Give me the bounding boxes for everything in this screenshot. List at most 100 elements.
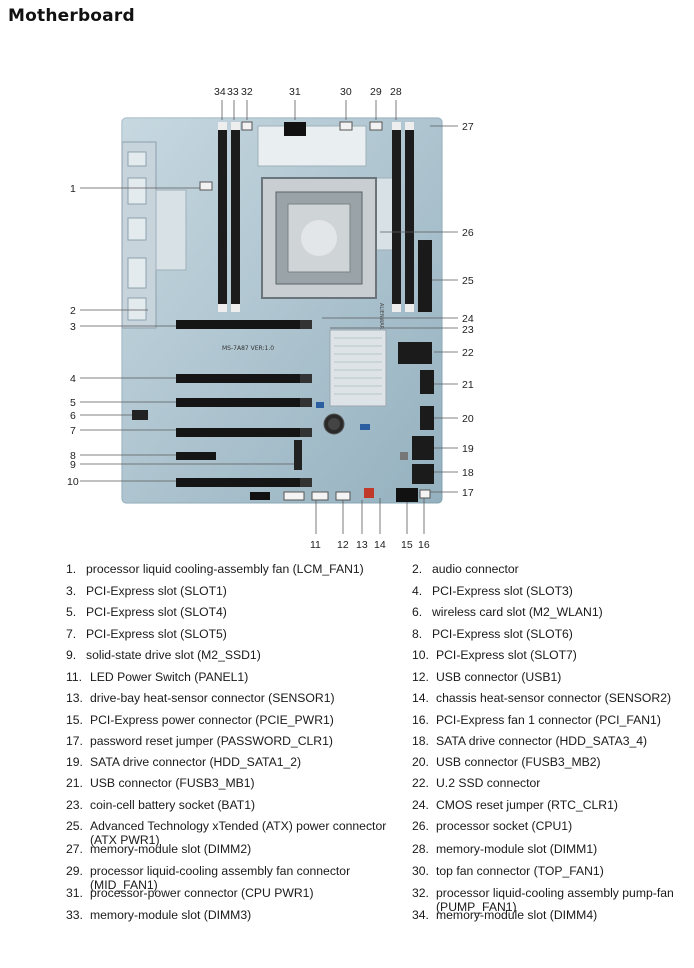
legend-item-label: PCI-Express slot (SLOT4): [86, 605, 227, 619]
legend-item: 2.audio connector: [412, 562, 686, 576]
atx-power-connector: [418, 240, 432, 312]
callout-19: 19: [462, 443, 474, 455]
callout-6: 6: [70, 410, 76, 422]
callout-32: 32: [241, 86, 253, 98]
legend-item-label: password reset jumper (PASSWORD_CLR1): [90, 734, 333, 748]
sata-hdd1-2: [412, 436, 434, 460]
legend-item: 17. password reset jumper (PASSWORD_CLR1): [66, 734, 410, 748]
callout-23: 23: [462, 324, 474, 336]
legend-item-number: 10.: [412, 648, 429, 662]
legend-item-label: LED Power Switch (PANEL1): [90, 670, 249, 684]
board-model-text: MS-7A87 VER:1.0: [222, 345, 274, 352]
legend-item: 5.PCI-Express slot (SLOT4): [66, 605, 410, 619]
legend-item-number: 22.: [412, 776, 429, 790]
m2-ssd-slot: [294, 440, 302, 470]
legend-item-number: 32.: [412, 886, 429, 900]
legend-item-number: 18.: [412, 734, 429, 748]
legend-item-label: PCI-Express power connector (PCIE_PWR1): [90, 713, 334, 727]
legend-item-label: solid-state drive slot (M2_SSD1): [86, 648, 261, 662]
legend-item-label: processor liquid-cooling assembly pump-f…: [436, 886, 674, 914]
legend-item-number: 24.: [412, 798, 429, 812]
legend-item-label: audio connector: [432, 562, 519, 576]
pcie-slot5: [176, 428, 312, 437]
m2-wlan-slot: [132, 410, 148, 420]
callout-26: 26: [462, 227, 474, 239]
legend-item-label: USB connector (FUSB3_MB1): [90, 776, 255, 790]
callout-14: 14: [374, 539, 386, 551]
legend-item-number: 15.: [66, 713, 83, 727]
legend-item-number: 26.: [412, 819, 429, 833]
legend-item-label: processor liquid-cooling assembly fan co…: [90, 864, 351, 892]
pcie-slot6: [176, 452, 216, 460]
legend-item-number: 13.: [66, 691, 83, 705]
legend-item-number: 3.: [66, 584, 77, 598]
legend-item: 19.SATA drive connector (HDD_SATA1_2): [66, 755, 410, 769]
legend-item: 29. processor liquid-cooling assembly fan…: [66, 864, 410, 892]
legend-item-label: processor socket (CPU1): [436, 819, 573, 833]
legend-item-label: PCI-Express slot (SLOT1): [86, 584, 227, 598]
legend-item-number: 9.: [66, 648, 77, 662]
callout-21: 21: [462, 379, 474, 391]
legend-item-number: 4.: [412, 584, 423, 598]
legend-item: 30.top fan connector (TOP_FAN1): [412, 864, 686, 878]
legend-item-number: 11.: [66, 670, 83, 684]
legend-item-label: PCI-Express slot (SLOT5): [86, 627, 227, 641]
legend-item-label: processor liquid cooling-assembly fan (L…: [86, 562, 364, 576]
legend-item: 10.PCI-Express slot (SLOT7): [412, 648, 686, 662]
legend-item: 20.USB connector (FUSB3_MB2): [412, 755, 686, 769]
callout-28: 28: [390, 86, 402, 98]
callout-12: 12: [337, 539, 349, 551]
legend-item-number: 14.: [412, 691, 429, 705]
legend-item-number: 12.: [412, 670, 429, 684]
legend-item-label: memory-module slot (DIMM3): [90, 908, 252, 922]
legend-item-number: 28.: [412, 842, 429, 856]
callout-1: 1: [70, 183, 76, 195]
callout-5: 5: [70, 397, 76, 409]
legend-item: 28. memory-module slot (DIMM1): [412, 842, 686, 856]
legend-item-label: top fan connector (TOP_FAN1): [436, 864, 604, 878]
legend-item-number: 17.: [66, 734, 83, 748]
legend-item-label: PCI-Express fan 1 connector (PCI_FAN1): [436, 713, 661, 727]
legend-item-label: PCI-Express slot (SLOT3): [432, 584, 573, 598]
callout-7: 7: [70, 425, 76, 437]
legend-item: 24.CMOS reset jumper (RTC_CLR1): [412, 798, 686, 812]
legend-item: 18.SATA drive connector (HDD_SATA3_4): [412, 734, 686, 748]
legend-item-number: 27.: [66, 842, 83, 856]
dimm2-slot: [405, 122, 414, 312]
legend-item: 21.USB connector (FUSB3_MB1): [66, 776, 410, 790]
legend-item: 6.wireless card slot (M2_WLAN1): [412, 605, 686, 619]
legend-item: 33. memory-module slot (DIMM3): [66, 908, 410, 922]
legend-item-label: USB connector (FUSB3_MB2): [436, 755, 601, 769]
legend-item: 26. processor socket (CPU1): [412, 819, 686, 833]
legend-item-label: wireless card slot (M2_WLAN1): [432, 605, 603, 619]
callout-33: 33: [227, 86, 239, 98]
callout-16: 16: [418, 539, 430, 551]
sata-hdd3-4: [412, 464, 434, 484]
legend-item-number: 7.: [66, 627, 77, 641]
callout-10: 10: [67, 476, 79, 488]
callout-27: 27: [462, 121, 474, 133]
legend-item: 14. chassis heat-sensor connector (SENSOR…: [412, 691, 686, 705]
legend-item: 15. PCI-Express power connector (PCIE_PWR…: [66, 713, 410, 727]
legend-item: 27.memory-module slot (DIMM2): [66, 842, 410, 856]
cpu-power-connector: [284, 122, 306, 136]
legend-item-number: 16.: [412, 713, 429, 727]
callout-17: 17: [462, 487, 474, 499]
callout-34: 34: [214, 86, 226, 98]
callout-20: 20: [462, 413, 474, 425]
legend-item-number: 29.: [66, 864, 83, 878]
dimm4-slot: [218, 122, 227, 312]
legend-item-label: Advanced Technology xTended (ATX) power …: [90, 819, 387, 847]
page-title: Motherboard: [8, 6, 135, 26]
dimm1-slot: [392, 122, 401, 312]
legend-item: 23.coin-cell battery socket (BAT1): [66, 798, 410, 812]
legend-item-label: chassis heat-sensor connector (SENSOR2): [436, 691, 672, 705]
callout-30: 30: [340, 86, 352, 98]
legend-item-label: drive-bay heat-sensor connector (SENSOR1…: [90, 691, 335, 705]
legend-item: 8.PCI-Express slot (SLOT6): [412, 627, 686, 641]
callout-11: 11: [310, 539, 321, 551]
legend-item: 13. drive-bay heat-sensor connector (SENS…: [66, 691, 410, 705]
legend-item-label: memory-module slot (DIMM1): [436, 842, 598, 856]
legend-item-number: 33.: [66, 908, 83, 922]
legend-item: 9. solid-state drive slot (M2_SSD1): [66, 648, 410, 662]
